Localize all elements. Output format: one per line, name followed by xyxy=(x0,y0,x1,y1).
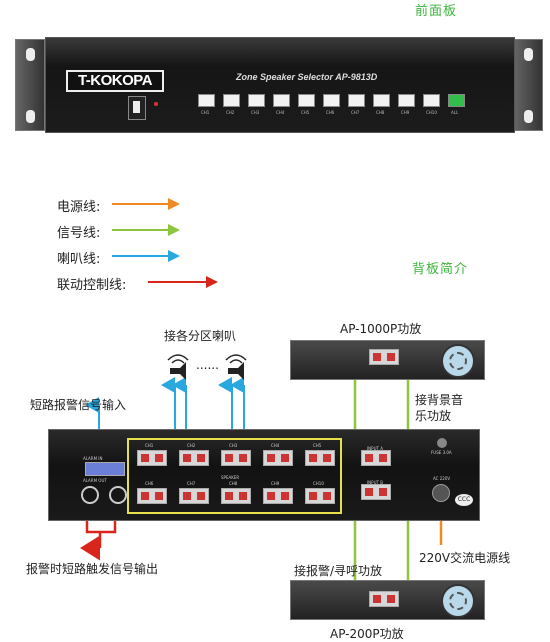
speaker-terminal-label: CH8 xyxy=(229,481,238,486)
speaker-terminal[interactable] xyxy=(179,450,209,466)
channel-button[interactable] xyxy=(198,94,215,107)
front-panel-title: 前面板 xyxy=(415,4,458,19)
channel-label: ALL xyxy=(451,110,459,115)
ccc-mark: CCC xyxy=(455,494,473,506)
channel-label: CH9 xyxy=(401,110,410,115)
input-a-label: INPUT A xyxy=(367,446,383,451)
model-label: Zone Speaker Selector AP-9813D xyxy=(236,72,378,82)
channel-label: CH3 xyxy=(251,110,260,115)
channel-button[interactable] xyxy=(223,94,240,107)
speaker-terminal[interactable] xyxy=(305,488,335,504)
speaker-terminal-label: CH10 xyxy=(313,481,324,486)
legend-label: 信号线: xyxy=(57,226,101,241)
brand-logo: T-KOKOPA xyxy=(66,70,164,92)
speaker-terminal-label: CH7 xyxy=(187,481,196,486)
channel-button[interactable] xyxy=(248,94,265,107)
channel-button[interactable] xyxy=(373,94,390,107)
channel-label: CH2 xyxy=(226,110,235,115)
speaker-terminal[interactable] xyxy=(221,488,251,504)
speaker-terminal-label: CH9 xyxy=(271,481,280,486)
channel-label: CH4 xyxy=(276,110,285,115)
speaker-icon-right xyxy=(225,354,247,380)
speaker-terminal-label: CH6 xyxy=(145,481,154,486)
channel-label: CH7 xyxy=(351,110,360,115)
back-panel-title: 背板简介 xyxy=(412,262,469,277)
channel-button[interactable] xyxy=(398,94,415,107)
speaker-terminal-label: CH1 xyxy=(145,443,154,448)
legend-label: 联动控制线: xyxy=(57,278,127,293)
channel-button[interactable] xyxy=(298,94,315,107)
speakers-dots: ...... xyxy=(196,358,219,372)
speaker-terminal[interactable] xyxy=(305,450,335,466)
channel-button[interactable] xyxy=(448,94,465,107)
channel-button[interactable] xyxy=(423,94,440,107)
speaker-terminal-label: CH4 xyxy=(271,443,280,448)
legend-label: 喇叭线: xyxy=(57,252,101,267)
channel-label: CH6 xyxy=(326,110,335,115)
amp-top-label: AP-1000P功放 xyxy=(340,322,422,336)
amp-top-terminal xyxy=(369,349,399,365)
input-b-terminal[interactable] xyxy=(361,484,391,500)
legend-arrow xyxy=(112,250,180,262)
channel-button[interactable] xyxy=(323,94,340,107)
speaker-group-label: SPEAKER xyxy=(221,475,240,480)
legend-arrow xyxy=(112,198,180,210)
amp-bottom-terminal xyxy=(369,591,399,607)
speaker-terminal-label: CH3 xyxy=(229,443,238,448)
speaker-terminal[interactable] xyxy=(263,450,293,466)
speaker-terminal-label: CH2 xyxy=(187,443,196,448)
alarm-out-port-label: ALARM OUT xyxy=(83,478,107,483)
front-panel-face: T-KOKOPA Zone Speaker Selector AP-9813D … xyxy=(45,37,515,133)
input-b-label: INPUT B xyxy=(367,480,383,485)
alarm-out-label: 报警时短路触发信号输出 xyxy=(26,562,159,576)
power-line-label: 220V交流电源线 xyxy=(419,551,511,565)
channel-label: CH8 xyxy=(376,110,385,115)
alarm-in-connector[interactable] xyxy=(85,462,125,476)
channel-button[interactable] xyxy=(348,94,365,107)
power-socket[interactable] xyxy=(432,484,450,502)
speaker-terminal[interactable] xyxy=(137,450,167,466)
channel-label: CH10 xyxy=(426,110,437,115)
amplifier-bottom xyxy=(290,580,485,620)
amplifier-top xyxy=(290,340,485,380)
fuse-holder[interactable] xyxy=(437,438,447,448)
alarm-in-port-label: ALARM IN xyxy=(83,456,103,461)
alarm-in-label: 短路报警信号输入 xyxy=(30,398,127,412)
speaker-terminal[interactable] xyxy=(179,488,209,504)
input-a-terminal[interactable] xyxy=(361,450,391,466)
speaker-icon-left xyxy=(167,354,189,380)
alarm-out-jack-1[interactable] xyxy=(81,486,99,504)
channel-label: CH5 xyxy=(301,110,310,115)
channel-label: CH1 xyxy=(201,110,210,115)
speakers-label: 接各分区喇叭 xyxy=(164,329,237,343)
fan-icon xyxy=(441,584,475,618)
alarm-amp-label: 接报警/寻呼功放 xyxy=(294,564,383,578)
speaker-terminal[interactable] xyxy=(263,488,293,504)
fan-icon xyxy=(441,344,475,378)
alarm-out-jack-2[interactable] xyxy=(109,486,127,504)
power-switch[interactable] xyxy=(128,96,146,120)
legend-arrow xyxy=(148,276,218,288)
fuse-label: FUSE 3.0A xyxy=(431,450,452,455)
channel-button[interactable] xyxy=(273,94,290,107)
front-panel-device: T-KOKOPA Zone Speaker Selector AP-9813D … xyxy=(15,37,543,133)
legend-label: 电源线: xyxy=(57,200,101,215)
legend-arrow xyxy=(112,224,180,236)
power-led xyxy=(154,102,158,106)
amp-bottom-label: AP-200P功放 xyxy=(330,627,404,641)
ac-label: AC 220V xyxy=(433,476,451,481)
speaker-terminal[interactable] xyxy=(137,488,167,504)
speaker-terminal[interactable] xyxy=(221,450,251,466)
rack-ear-left xyxy=(15,39,45,131)
bg-amp-label: 接背景音 乐功放 xyxy=(415,393,464,423)
speaker-terminal-label: CH5 xyxy=(313,443,322,448)
